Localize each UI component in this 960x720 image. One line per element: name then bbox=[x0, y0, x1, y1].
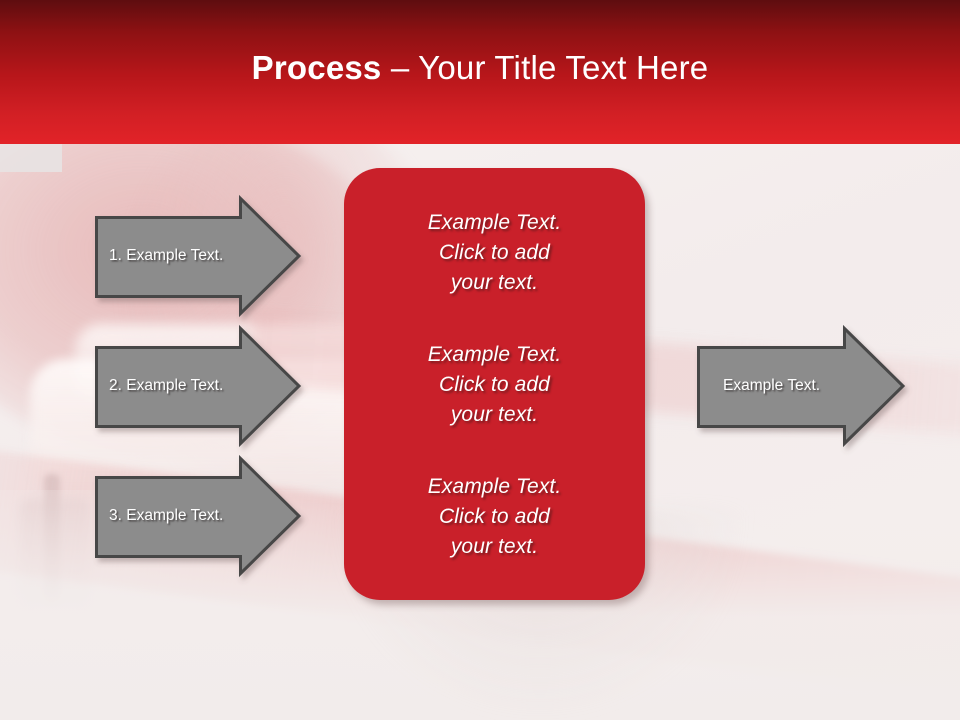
process-result-label: Example Text. bbox=[723, 377, 821, 394]
process-step-3-arrow[interactable]: 3. Example Text. bbox=[95, 454, 302, 578]
arrow-right-shape-icon bbox=[95, 194, 302, 318]
center-paragraph-2: Example Text. Click to add your text. bbox=[427, 343, 562, 426]
process-step-1-label: 1. Example Text. bbox=[109, 247, 224, 264]
center-paragraph-1: Example Text. Click to add your text. bbox=[427, 211, 562, 294]
page-title-bold: Process bbox=[251, 49, 382, 86]
process-step-3-label: 3. Example Text. bbox=[109, 507, 224, 524]
center-panel-body: Example Text. Click to add your text. Ex… bbox=[344, 168, 645, 600]
arrow-right-shape-icon bbox=[95, 324, 302, 448]
arrow-right-shape-icon bbox=[697, 324, 906, 448]
center-content-panel[interactable]: Example Text. Click to add your text. Ex… bbox=[344, 168, 645, 600]
arrow-right-shape-icon bbox=[95, 454, 302, 578]
title-bar: Process – Your Title Text Here bbox=[0, 0, 960, 144]
center-paragraph-3: Example Text. Click to add your text. bbox=[427, 475, 562, 558]
process-step-1-arrow[interactable]: 1. Example Text. bbox=[95, 194, 302, 318]
process-step-2-arrow[interactable]: 2. Example Text. bbox=[95, 324, 302, 448]
page-title: Process – Your Title Text Here bbox=[0, 48, 960, 88]
page-title-rest: – Your Title Text Here bbox=[381, 49, 709, 86]
process-step-2-label: 2. Example Text. bbox=[109, 377, 224, 394]
process-result-arrow[interactable]: Example Text. bbox=[697, 324, 906, 448]
background-left-strip bbox=[0, 144, 62, 172]
